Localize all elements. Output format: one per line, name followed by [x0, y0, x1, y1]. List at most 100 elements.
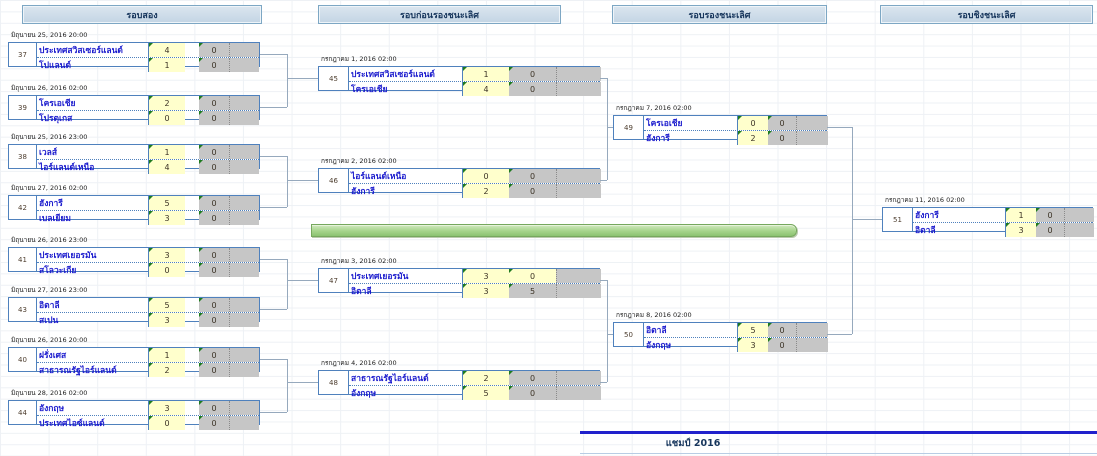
score-cell[interactable]: 4 — [463, 82, 509, 96]
score-cell[interactable]: 2 — [463, 371, 509, 385]
extra-cell — [556, 169, 601, 183]
penalty-score-cell[interactable]: 0 — [768, 323, 796, 337]
score-cell[interactable]: 1 — [149, 145, 185, 159]
penalty-score-cell[interactable]: 0 — [199, 313, 229, 327]
team-name[interactable]: ฮังการี — [644, 131, 738, 145]
penalty-score-cell[interactable]: 0 — [509, 82, 556, 96]
penalty-score-cell[interactable]: 0 — [1036, 208, 1064, 222]
penalty-score-cell[interactable]: 5 — [509, 284, 556, 298]
team-name[interactable]: ประเทศเยอรมัน — [349, 269, 463, 283]
match-number: 40 — [9, 348, 37, 371]
team-name[interactable]: ประเทศสวิสเซอร์แลนด์ — [349, 67, 463, 81]
score-cell[interactable]: 0 — [463, 169, 509, 183]
score-cell[interactable]: 3 — [149, 401, 185, 415]
team-name[interactable]: ฝรั่งเศส — [37, 348, 149, 362]
team-name[interactable]: อังกฤษ — [349, 386, 463, 400]
team-name[interactable]: ฮังการี — [37, 196, 149, 210]
extra-cell — [556, 371, 601, 385]
penalty-score-cell[interactable]: 0 — [199, 248, 229, 262]
team-name[interactable]: ไอร์แลนด์เหนือ — [349, 169, 463, 183]
penalty-score-cell[interactable]: 0 — [509, 386, 556, 400]
penalty-score-cell[interactable]: 0 — [199, 211, 229, 225]
score-cell[interactable]: 1 — [149, 348, 185, 362]
penalty-score-cell[interactable]: 0 — [199, 263, 229, 277]
penalty-score-cell[interactable]: 0 — [199, 416, 229, 430]
score-cell[interactable]: 0 — [149, 263, 185, 277]
team-name[interactable]: ประเทศเยอรมัน — [37, 248, 149, 262]
score-cell[interactable]: 1 — [149, 58, 185, 72]
penalty-score-cell[interactable]: 0 — [1036, 223, 1064, 237]
score-cell[interactable]: 1 — [463, 67, 509, 81]
score-cell[interactable]: 2 — [149, 96, 185, 110]
penalty-score-cell[interactable]: 0 — [199, 401, 229, 415]
team-name[interactable]: ฮังการี — [349, 184, 463, 198]
penalty-score-cell[interactable]: 0 — [199, 145, 229, 159]
penalty-score-cell[interactable]: 0 — [199, 43, 229, 57]
penalty-score-cell[interactable]: 0 — [509, 269, 556, 283]
penalty-score-cell[interactable]: 0 — [199, 196, 229, 210]
penalty-score-cell[interactable]: 0 — [509, 67, 556, 81]
cell-gap — [185, 58, 199, 72]
team-name[interactable]: อิตาลี — [349, 284, 463, 298]
penalty-score-cell[interactable]: 0 — [768, 131, 796, 145]
team-name[interactable]: โครเอเชีย — [644, 116, 738, 130]
team-name[interactable]: เวลส์ — [37, 145, 149, 159]
score-cell[interactable]: 3 — [463, 284, 509, 298]
score-cell[interactable]: 5 — [149, 298, 185, 312]
score-cell[interactable]: 5 — [149, 196, 185, 210]
penalty-score-cell[interactable]: 0 — [199, 96, 229, 110]
team-name[interactable]: อิตาลี — [644, 323, 738, 337]
score-cell[interactable]: 3 — [1006, 223, 1036, 237]
score-cell[interactable]: 1 — [1006, 208, 1036, 222]
team-name[interactable]: สาธารณรัฐไอร์แลนด์ — [349, 371, 463, 385]
penalty-score-cell[interactable]: 0 — [509, 169, 556, 183]
team-name[interactable]: โปรตุเกส — [37, 111, 149, 125]
team-name[interactable]: ประเทศไอซ์แลนด์ — [37, 416, 149, 430]
team-name[interactable]: โครเอเชีย — [37, 96, 149, 110]
team-name[interactable]: สเปน — [37, 313, 149, 327]
score-cell[interactable]: 3 — [149, 211, 185, 225]
penalty-score-cell[interactable]: 0 — [199, 298, 229, 312]
team-name[interactable]: ประเทศสวิสเซอร์แลนด์ — [37, 43, 149, 57]
team-name[interactable]: ไอร์แลนด์เหนือ — [37, 160, 149, 174]
penalty-score-cell[interactable]: 0 — [199, 58, 229, 72]
team-name[interactable]: เบลเยียม — [37, 211, 149, 225]
score-cell[interactable]: 2 — [738, 131, 768, 145]
score-cell[interactable]: 2 — [149, 363, 185, 377]
score-cell[interactable]: 0 — [738, 116, 768, 130]
score-cell[interactable]: 4 — [149, 160, 185, 174]
team-name[interactable]: โครเอเชีย — [349, 82, 463, 96]
score-cell[interactable]: 0 — [149, 416, 185, 430]
team-name[interactable]: โปแลนด์ — [37, 58, 149, 72]
score-cell[interactable]: 4 — [149, 43, 185, 57]
team-name[interactable]: อังกฤษ — [37, 401, 149, 415]
score-cell[interactable]: 2 — [463, 184, 509, 198]
penalty-score-cell[interactable]: 0 — [199, 348, 229, 362]
team-name[interactable]: อังกฤษ — [644, 338, 738, 352]
bracket-connector — [287, 280, 318, 281]
team-name[interactable]: อิตาลี — [37, 298, 149, 312]
score-cell[interactable]: 3 — [149, 313, 185, 327]
extra-cell — [229, 43, 259, 57]
team-name[interactable]: อิตาลี — [913, 223, 1006, 237]
team-name[interactable]: สาธารณรัฐไอร์แลนด์ — [37, 363, 149, 377]
penalty-score-cell[interactable]: 0 — [768, 116, 796, 130]
score-cell[interactable]: 5 — [463, 386, 509, 400]
penalty-score-cell[interactable]: 0 — [199, 111, 229, 125]
score-cell[interactable]: 3 — [738, 338, 768, 352]
score-cell[interactable]: 5 — [738, 323, 768, 337]
penalty-score-cell[interactable]: 0 — [509, 184, 556, 198]
score-cell[interactable]: 3 — [463, 269, 509, 283]
bracket-connector — [600, 180, 607, 181]
penalty-score-cell[interactable]: 0 — [199, 160, 229, 174]
team-name[interactable]: สโลวะเกีย — [37, 263, 149, 277]
team-name[interactable]: ฮังการี — [913, 208, 1006, 222]
bracket-connector — [607, 78, 608, 180]
score-cell[interactable]: 3 — [149, 248, 185, 262]
penalty-score-cell[interactable]: 0 — [509, 371, 556, 385]
score-cell[interactable]: 0 — [149, 111, 185, 125]
penalty-score-cell[interactable]: 0 — [199, 363, 229, 377]
penalty-score-cell[interactable]: 0 — [768, 338, 796, 352]
